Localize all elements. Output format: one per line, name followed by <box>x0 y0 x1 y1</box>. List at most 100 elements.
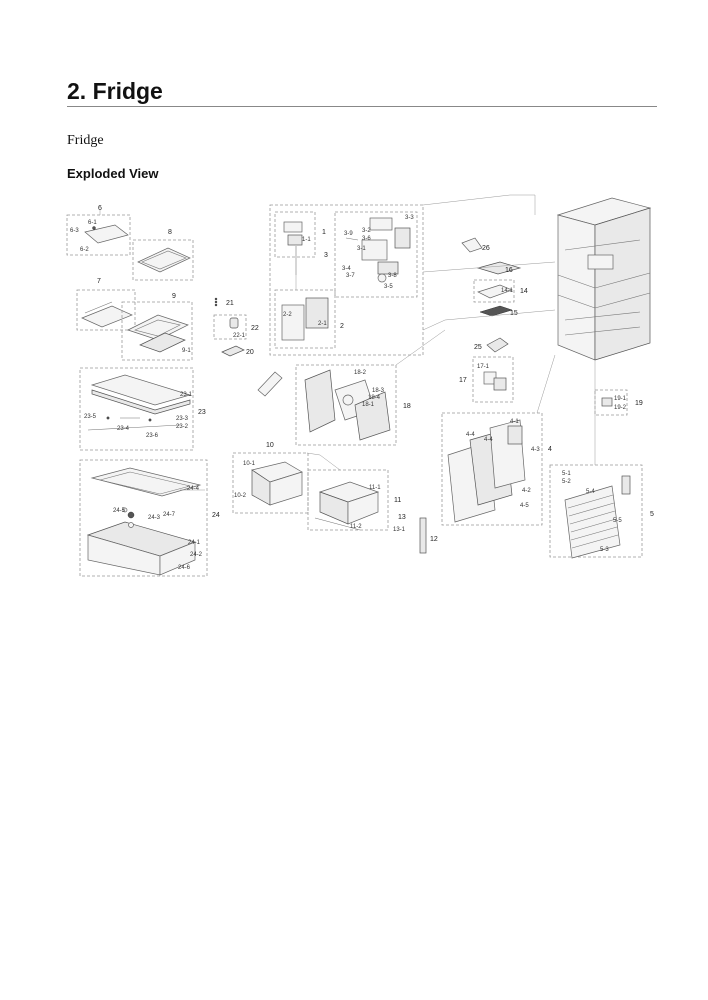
label-2: 2 <box>340 323 344 330</box>
label-6-2: 6-2 <box>80 247 89 253</box>
label-17: 17 <box>459 377 467 384</box>
label-25: 25 <box>474 344 482 351</box>
group-17-25: 25 17-1 17 <box>459 337 514 403</box>
label-23: 23 <box>198 409 206 416</box>
label-23-1: 23-1 <box>180 392 193 398</box>
label-24-4: 24-4 <box>187 486 200 492</box>
group-24: 24-4 24 24-5 24-3 24-7 24-1 24-2 24-6 <box>79 459 220 577</box>
label-9-1: 9-1 <box>182 348 191 354</box>
label-20: 20 <box>246 349 254 356</box>
label-24: 24 <box>212 512 220 519</box>
label-5-5: 5-5 <box>613 518 622 524</box>
label-5-3: 5-3 <box>600 547 609 553</box>
label-6-1: 6-1 <box>88 220 97 226</box>
label-6-3: 6-3 <box>70 228 79 234</box>
group-4: 4-1 4-4 4-4 4-3 4 4-2 4-5 <box>441 412 552 526</box>
label-18-2: 18-2 <box>354 370 367 376</box>
group-20-22: 21 22 22-1 20 <box>213 297 259 357</box>
label-10: 10 <box>266 442 274 449</box>
label-4-1: 4-1 <box>510 419 519 425</box>
group-23: 23-1 23 23-3 23-2 23-5 23-4 23-6 <box>79 367 206 451</box>
label-1: 1 <box>322 229 326 236</box>
label-3-1: 3-1 <box>357 246 366 252</box>
label-19: 19 <box>635 400 643 407</box>
label-3-3: 3-3 <box>405 215 414 221</box>
label-4-2: 4-2 <box>522 488 531 494</box>
group-10: 10 10-1 10-2 <box>232 442 309 514</box>
label-23-3: 23-3 <box>176 416 189 422</box>
label-26: 26 <box>482 245 490 252</box>
label-3-9: 3-9 <box>344 231 353 237</box>
exploded-view-diagram: 6 6-1 6-3 6-2 8 7 9 9-1 <box>66 194 654 577</box>
label-3-2: 3-2 <box>362 228 371 234</box>
fridge-cabinet <box>556 197 652 361</box>
section-heading: Exploded View <box>67 166 159 181</box>
label-3-5: 3-5 <box>384 284 393 290</box>
label-24-3: 24-3 <box>148 515 161 521</box>
label-4-5: 4-5 <box>520 503 529 509</box>
label-10-1: 10-1 <box>243 461 256 467</box>
label-2-1: 2-1 <box>318 321 327 327</box>
label-11: 11 <box>394 497 401 504</box>
label-1-1: 1-1 <box>302 237 311 243</box>
label-6: 6 <box>98 205 102 212</box>
label-18: 18 <box>403 403 411 410</box>
label-3: 3 <box>324 252 328 259</box>
label-5-1: 5-1 <box>562 471 571 477</box>
label-19-1: 19-1 <box>614 396 627 402</box>
label-18-1: 18-1 <box>362 402 375 408</box>
label-13-1: 13-1 <box>393 527 406 533</box>
page-subtitle: Fridge <box>67 133 104 148</box>
label-7: 7 <box>97 278 101 285</box>
label-5: 5 <box>650 511 654 518</box>
page-title: 2. Fridge <box>67 78 163 104</box>
label-17-1: 17-1 <box>477 364 490 370</box>
label-5-4: 5-4 <box>586 489 595 495</box>
label-5-2: 5-2 <box>562 479 571 485</box>
label-9: 9 <box>172 293 176 300</box>
label-3-8: 3-8 <box>388 273 397 279</box>
label-24-2: 24-2 <box>190 552 203 558</box>
label-24-7: 24-7 <box>163 512 176 518</box>
label-16: 16 <box>505 267 513 274</box>
group-1-2-3: 1 1-1 2 2-2 2-1 3 3-3 3-2 3-9 3-6 3-1 3-… <box>269 204 424 356</box>
leader-lines <box>295 194 596 471</box>
group-9: 9 9-1 <box>121 293 193 361</box>
label-24-1: 24-1 <box>188 540 201 546</box>
label-11-2: 11-2 <box>350 524 362 530</box>
label-4-3: 4-3 <box>531 447 540 453</box>
label-13: 13 <box>398 514 406 521</box>
group-5: 5-1 5-2 5-4 5-5 5-3 5 <box>549 464 654 559</box>
label-8: 8 <box>168 229 172 236</box>
label-22-1: 22-1 <box>233 333 246 339</box>
label-23-5: 23-5 <box>84 414 97 420</box>
label-14-1: 14-1 <box>501 288 514 294</box>
label-24-6: 24-6 <box>178 565 191 571</box>
group-7: 7 <box>76 278 136 331</box>
label-3-7: 3-7 <box>346 273 355 279</box>
label-23-4: 23-4 <box>117 426 130 432</box>
label-19-2: 19-2 <box>614 405 627 411</box>
label-12: 12 <box>430 536 438 543</box>
group-14-16-26: 26 16 14-1 14 15 <box>461 237 528 317</box>
group-11: 11 11-1 11-2 <box>307 469 401 531</box>
label-18-3: 18-3 <box>372 388 385 394</box>
label-3-4: 3-4 <box>342 266 351 272</box>
label-22: 22 <box>251 325 259 332</box>
label-2-2: 2-2 <box>283 312 292 318</box>
label-14: 14 <box>520 288 528 295</box>
group-19: 19-1 19-2 19 <box>594 389 643 416</box>
label-24-5: 24-5 <box>113 508 126 514</box>
group-6: 6 6-1 6-3 6-2 <box>66 205 131 256</box>
group-18: 18-2 18-3 18-4 18-1 18 <box>257 364 411 446</box>
label-23-2: 23-2 <box>176 424 189 430</box>
label-18-4: 18-4 <box>368 395 381 401</box>
label-21: 21 <box>226 300 234 307</box>
label-3-6: 3-6 <box>362 236 371 242</box>
label-4: 4 <box>548 446 552 453</box>
group-8: 8 <box>132 229 194 281</box>
label-4-4b: 4-4 <box>484 437 493 443</box>
group-12-13: 13 13-1 12 <box>393 514 438 554</box>
label-10-2: 10-2 <box>234 493 247 499</box>
